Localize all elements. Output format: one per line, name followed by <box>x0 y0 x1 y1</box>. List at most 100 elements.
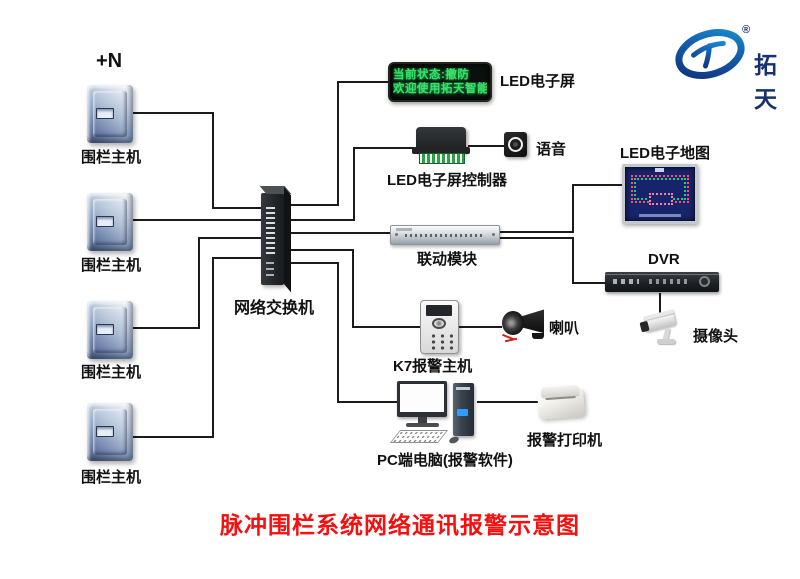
switch-ports <box>266 207 275 257</box>
wire <box>281 204 339 206</box>
wire <box>352 326 420 328</box>
fence-host-display <box>96 426 114 437</box>
led-screen-text-line1: 当前状态:撤防 <box>393 68 470 81</box>
pc-device <box>389 381 487 449</box>
pc-monitor <box>397 381 447 417</box>
wire <box>198 237 200 329</box>
wire <box>572 184 574 233</box>
printer-device <box>535 382 590 426</box>
wire <box>212 112 214 209</box>
wire <box>212 257 264 259</box>
fence-host-display <box>96 324 114 335</box>
wire <box>132 112 214 114</box>
fence-host-label-1: 围栏主机 <box>81 149 142 166</box>
registered-mark: ® <box>742 24 751 36</box>
led-map-header <box>655 168 664 172</box>
camera-body <box>641 312 677 333</box>
fence-host-label-4: 围栏主机 <box>81 469 142 486</box>
screw-icon <box>492 233 495 236</box>
plus-n-annotation: +N <box>96 50 123 72</box>
dvr-device <box>605 272 719 292</box>
horn-cone <box>518 309 544 334</box>
wire <box>572 184 625 186</box>
linkage-module-label: 联动模块 <box>417 251 478 268</box>
wire <box>659 293 661 318</box>
k7-alarm-host-label: K7报警主机 <box>393 358 473 375</box>
pc-monitor-stand <box>418 417 427 423</box>
screw-icon <box>395 233 398 236</box>
wire <box>337 262 339 403</box>
keyboard-icon <box>389 430 449 443</box>
k7-dial <box>432 318 446 329</box>
led-screen-device: 当前状态:撤防 欢迎使用拓天智能 <box>388 62 492 102</box>
horn-speaker-icon <box>500 306 550 344</box>
fence-host-label-3: 围栏主机 <box>81 364 142 381</box>
led-controller-device <box>412 127 470 165</box>
wire <box>477 401 538 403</box>
dvr-display <box>613 279 639 284</box>
horn-bracket <box>532 333 544 339</box>
wire <box>281 262 339 264</box>
led-controller-label: LED电子屏控制器 <box>387 172 508 189</box>
k7-alarm-host-device <box>420 300 459 354</box>
pc-tower-panel <box>457 409 468 416</box>
pc-tower-drive <box>456 387 470 390</box>
diagram-title: 脉冲围栏系统网络通讯报警示意图 <box>220 512 580 538</box>
wire <box>353 147 415 149</box>
fence-host-label-2: 围栏主机 <box>81 257 142 274</box>
led-controller-terminal <box>419 153 465 164</box>
wire <box>337 81 339 206</box>
wire <box>212 207 264 209</box>
horn-red-wire <box>504 337 518 343</box>
led-screen-text-line2: 欢迎使用拓天智能 <box>393 83 487 95</box>
wire <box>281 232 392 234</box>
printer-label: 报警打印机 <box>527 432 603 449</box>
camera-device <box>637 310 687 350</box>
wire <box>132 219 264 221</box>
network-switch-label: 网络交换机 <box>234 300 315 317</box>
wire <box>468 145 504 147</box>
horn-label: 喇叭 <box>549 320 580 337</box>
linkage-module-tag <box>396 228 412 231</box>
wire <box>572 282 608 284</box>
led-map-device <box>622 164 698 224</box>
fence-host-display <box>96 108 114 119</box>
led-controller-mount <box>412 147 470 154</box>
wire <box>130 327 200 329</box>
fence-host-display <box>96 216 114 227</box>
dvr-buttons <box>649 279 691 284</box>
wire <box>572 237 574 284</box>
pc-tower <box>453 383 474 436</box>
voice-speaker-icon <box>504 132 527 157</box>
wire <box>497 237 574 239</box>
brand-name: 拓天 <box>754 52 779 112</box>
wire <box>212 257 214 438</box>
network-switch-device <box>261 193 284 285</box>
fence-host-device-4 <box>87 403 133 461</box>
fence-host-device-3 <box>87 301 133 359</box>
brand-logo: ® 拓天 <box>668 24 800 112</box>
k7-keypad <box>427 332 453 350</box>
led-screen-label: LED电子屏 <box>500 73 576 90</box>
wire <box>198 237 264 239</box>
pc-label: PC端电脑(报警软件) <box>377 452 513 469</box>
wire <box>281 249 354 251</box>
k7-screen <box>426 305 452 316</box>
camera-base <box>657 339 675 344</box>
fence-host-device-1 <box>87 85 133 143</box>
logo-swoosh-icon <box>675 29 745 79</box>
led-map-label: LED电子地图 <box>620 145 711 162</box>
camera-label: 摄像头 <box>693 328 739 345</box>
pc-monitor-base <box>406 423 439 427</box>
wire <box>130 436 214 438</box>
wire <box>353 147 355 221</box>
wire <box>281 219 355 221</box>
wire <box>497 231 574 233</box>
led-map-caption <box>639 214 681 217</box>
wire <box>455 326 502 328</box>
voice-label: 语音 <box>536 141 567 158</box>
pc-monitor-screen <box>400 384 444 412</box>
fence-host-device-2 <box>87 193 133 251</box>
linkage-module-device <box>390 225 500 245</box>
